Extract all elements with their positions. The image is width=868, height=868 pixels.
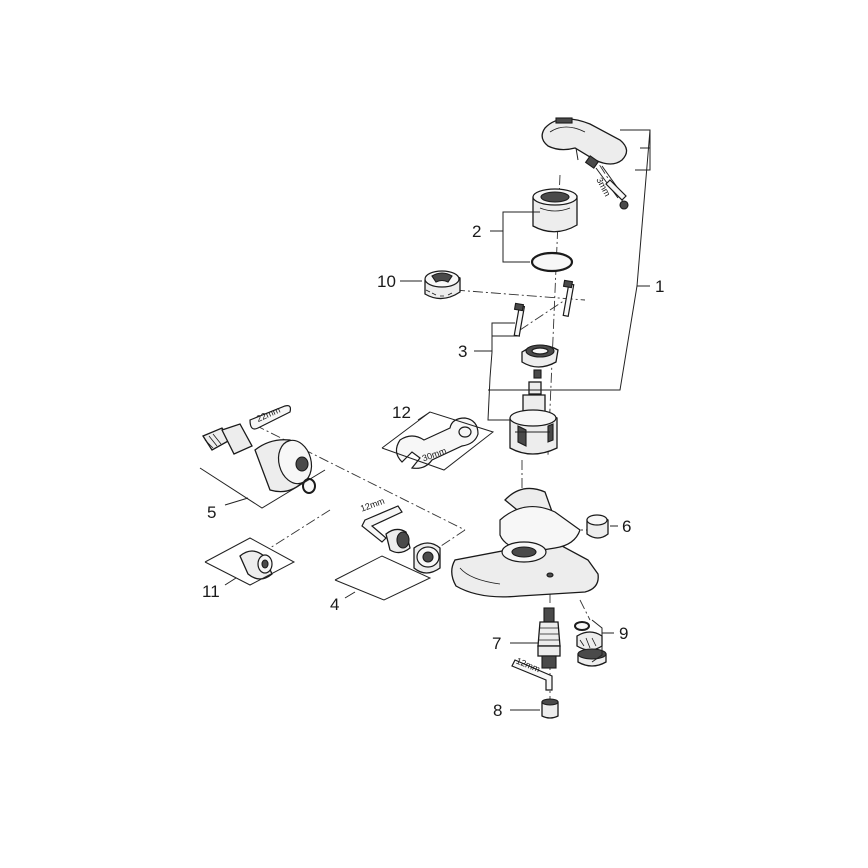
hex-key-12mm-lower — [511, 659, 553, 691]
callout-numbers: 1 2 3 4 5 6 7 8 9 10 11 12 — [202, 222, 664, 720]
cartridge — [509, 381, 558, 455]
callout-12: 12 — [392, 403, 411, 422]
mixer-body — [451, 487, 599, 598]
part-9-aerator-set — [574, 621, 607, 667]
part-1-lever-handle — [541, 117, 629, 210]
part-11-sleeve — [239, 550, 273, 580]
callout-6: 6 — [622, 517, 631, 536]
part-2-cover-cap — [530, 188, 578, 273]
assembly-lines — [254, 149, 626, 700]
callout-11: 11 — [202, 582, 220, 601]
part-12-spanner-30mm — [395, 417, 479, 469]
callout-2: 2 — [472, 222, 481, 241]
callout-8: 8 — [493, 701, 502, 720]
part-3-fixing-set — [513, 279, 575, 379]
part-7-diverter — [537, 607, 561, 669]
callout-4: 4 — [330, 595, 339, 614]
callout-7: 7 — [492, 634, 501, 653]
part-6-end-cap — [586, 514, 609, 539]
callout-10: 10 — [377, 272, 396, 291]
part-4-adapter-set — [361, 505, 441, 574]
callout-9: 9 — [619, 624, 628, 643]
callout-5: 5 — [207, 503, 216, 522]
part-5-connector-set — [202, 405, 316, 494]
part-8-sleeve — [541, 698, 559, 719]
hex-key-12mm-upper-label: 12mm — [359, 496, 386, 514]
callout-leaders — [199, 129, 651, 711]
part-10-temperature-knob — [424, 270, 461, 300]
callout-3: 3 — [458, 342, 467, 361]
hex-key-3mm-label: 3mm — [594, 176, 612, 198]
callout-1: 1 — [655, 277, 664, 296]
